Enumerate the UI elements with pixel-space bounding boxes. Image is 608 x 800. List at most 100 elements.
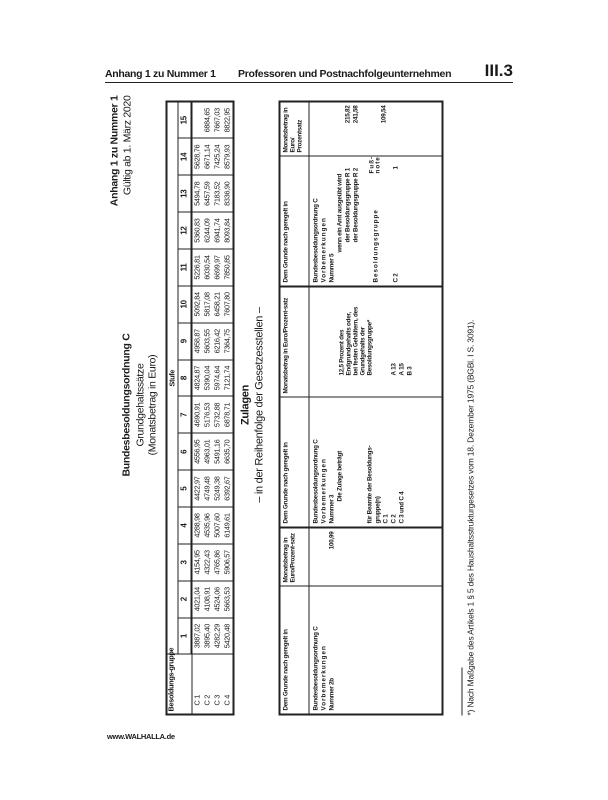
footnote-ref: 1 — [392, 165, 399, 169]
salary-cell: 6878,71 — [222, 395, 233, 433]
salary-cell: 5226,81 — [191, 248, 202, 286]
salary-cell: 3895,40 — [202, 617, 212, 654]
salary-cell — [191, 101, 202, 138]
salary-cell: 7667,03 — [212, 101, 222, 138]
salary-cell: 4108,91 — [202, 580, 212, 618]
block2-amount-col: Monatsbetrag in Euro/Prozent-satz 12,5 P… — [280, 285, 441, 396]
column-header: Monatsbetrag in Euro/Prozent-satz — [280, 528, 309, 585]
salary-cell: 6671,14 — [202, 137, 212, 175]
ref: A 15 — [398, 362, 405, 375]
salary-cell: 4765,86 — [212, 543, 222, 581]
salary-cell: 6457,59 — [202, 174, 212, 212]
r1: der Besoldungsgruppe R 1 — [344, 167, 351, 242]
block1-amount-col: Monatsbetrag in Euro/Prozent-satz 100,99 — [280, 526, 441, 585]
number: Nummer 3 — [328, 494, 335, 523]
salary-cell: 6458,21 — [212, 285, 222, 323]
group-cell: C 2 — [202, 654, 212, 714]
stufe-header-cell: 11 — [177, 248, 191, 286]
remarks: Vorbemerkungen — [320, 457, 327, 523]
intro: Die Zulage beträgt — [336, 450, 343, 501]
salary-cell: 6216,42 — [212, 322, 222, 360]
number: Nummer 2b — [328, 677, 335, 710]
salary-cell: 4288,98 — [191, 506, 202, 544]
amount: 100,99 — [328, 531, 335, 549]
salary-cell: 7850,85 — [222, 248, 233, 286]
zulagen-title: Zulagen — [239, 384, 251, 425]
sub-title: Grundgehaltssätze — [134, 362, 146, 447]
stufe-header-cell: 5 — [177, 469, 191, 507]
group-label: Besoldungsgruppe — [372, 208, 379, 282]
footnote: *) Nach Maßgabe des Artikels 1 § 5 des H… — [465, 319, 475, 715]
rule-text: 12,5 Prozent des Endgrundgehalts oder, b… — [338, 306, 373, 375]
salary-cell: 6149,61 — [222, 506, 233, 544]
condition: wenn ein Amt ausgeübt wird — [336, 173, 343, 252]
salary-cell: 5360,83 — [191, 211, 202, 249]
salary-cell: 5628,76 — [191, 137, 202, 175]
group-cell: C 3 — [212, 654, 222, 714]
salary-cell: 5092,84 — [191, 285, 202, 323]
salary-cell: 8093,84 — [222, 211, 233, 249]
unit-title: (Monatsbetrag in Euro) — [146, 354, 158, 455]
salary-cell: 4154,95 — [191, 543, 202, 581]
number: Nummer 5 — [328, 253, 335, 282]
law-name: Bundesbesoldungsordnung C — [312, 197, 319, 282]
group-header: Besoldungs-gruppe — [166, 647, 191, 714]
salary-cell: 5249,38 — [212, 469, 222, 507]
salary-cell: 7364,75 — [222, 322, 233, 360]
group-cell: C 1 — [191, 654, 202, 714]
salary-cell: 4322,43 — [202, 543, 212, 581]
r2: der Besoldungsgruppe R 2 — [352, 167, 359, 242]
block1-basis-col: Dem Grunde nach geregelt in Bundesbesold… — [280, 585, 441, 713]
salary-cell: 5603,55 — [202, 322, 212, 360]
zulagen-subtitle: – in der Reihenfolge der Gesetzesstellen… — [253, 306, 265, 503]
column-header: Dem Grunde nach geregelt in — [280, 156, 309, 285]
salary-cell: 4824,87 — [191, 359, 202, 396]
salary-cell: 5390,04 — [202, 359, 212, 396]
rotated-content: Anhang 1 zu Nummer 1 Gültig ab 1. März 2… — [108, 92, 508, 717]
stufe-header-cell: 8 — [177, 359, 191, 396]
salary-cell: 7183,52 — [212, 174, 222, 212]
salary-cell: 5420,48 — [222, 617, 233, 654]
salary-cell: 5906,57 — [222, 543, 233, 581]
footnote-rule — [461, 667, 462, 715]
salary-cell: 6392,67 — [222, 469, 233, 507]
stufe-header: Stufe — [166, 101, 178, 654]
salary-cell: 5663,53 — [222, 580, 233, 618]
column-header: Monatsbetrag in Euro/Prozent-satz — [280, 287, 309, 396]
salary-cell: 6030,54 — [202, 248, 212, 286]
law-name: Bundesbesoldungsordnung C — [312, 438, 319, 523]
salary-cell: 5732,88 — [212, 395, 222, 433]
salary-cell: 6699,97 — [212, 248, 222, 286]
annex-title: Anhang 1 zu Nummer 1 — [108, 95, 120, 206]
block3-basis-col: Dem Grunde nach geregelt in Bundesbesold… — [280, 155, 441, 285]
salary-cell: 4524,06 — [212, 580, 222, 618]
section-number: III.3 — [484, 61, 513, 80]
zulagen-table: Dem Grunde nach geregelt in Bundesbesold… — [278, 100, 443, 715]
salary-cell: 8822,95 — [222, 101, 233, 138]
for-label: für Beamte der Besoldungs-gruppe(n) — [366, 445, 381, 523]
salary-cell: 4535,96 — [202, 506, 212, 544]
column-header: Dem Grunde nach geregelt in — [280, 397, 309, 526]
salary-cell: 3887,02 — [191, 617, 202, 654]
salary-cell: 4749,48 — [202, 469, 212, 507]
remarks: Vorbemerkungen — [320, 216, 327, 282]
block3-amount-col: Monatsbetrag in Euro/ Prozentsatz 215,82… — [280, 102, 441, 155]
salary-cell: 7121,74 — [222, 359, 233, 396]
header-left: Anhang 1 zu Nummer 1 — [105, 68, 216, 80]
column-header: Monatsbetrag in Euro/ Prozentsatz — [280, 102, 309, 155]
law-name: Bundesbesoldungsordnung C — [312, 625, 319, 710]
group: C 1 — [382, 513, 389, 523]
main-title: Bundesbesoldungsordnung C — [120, 333, 132, 476]
stufe-header-cell: 7 — [177, 395, 191, 433]
stufe-header-cell: 10 — [177, 285, 191, 323]
footer-link[interactable]: www.WALHALLA.de — [107, 732, 175, 741]
ref: B 3 — [406, 365, 413, 375]
stufe-header-cell: 14 — [177, 137, 191, 175]
page-header: Anhang 1 zu Nummer 1 Professoren und Pos… — [105, 61, 513, 83]
block2-basis-col: Dem Grunde nach geregelt in Bundesbesold… — [280, 396, 441, 526]
amount: 241,58 — [352, 105, 359, 123]
